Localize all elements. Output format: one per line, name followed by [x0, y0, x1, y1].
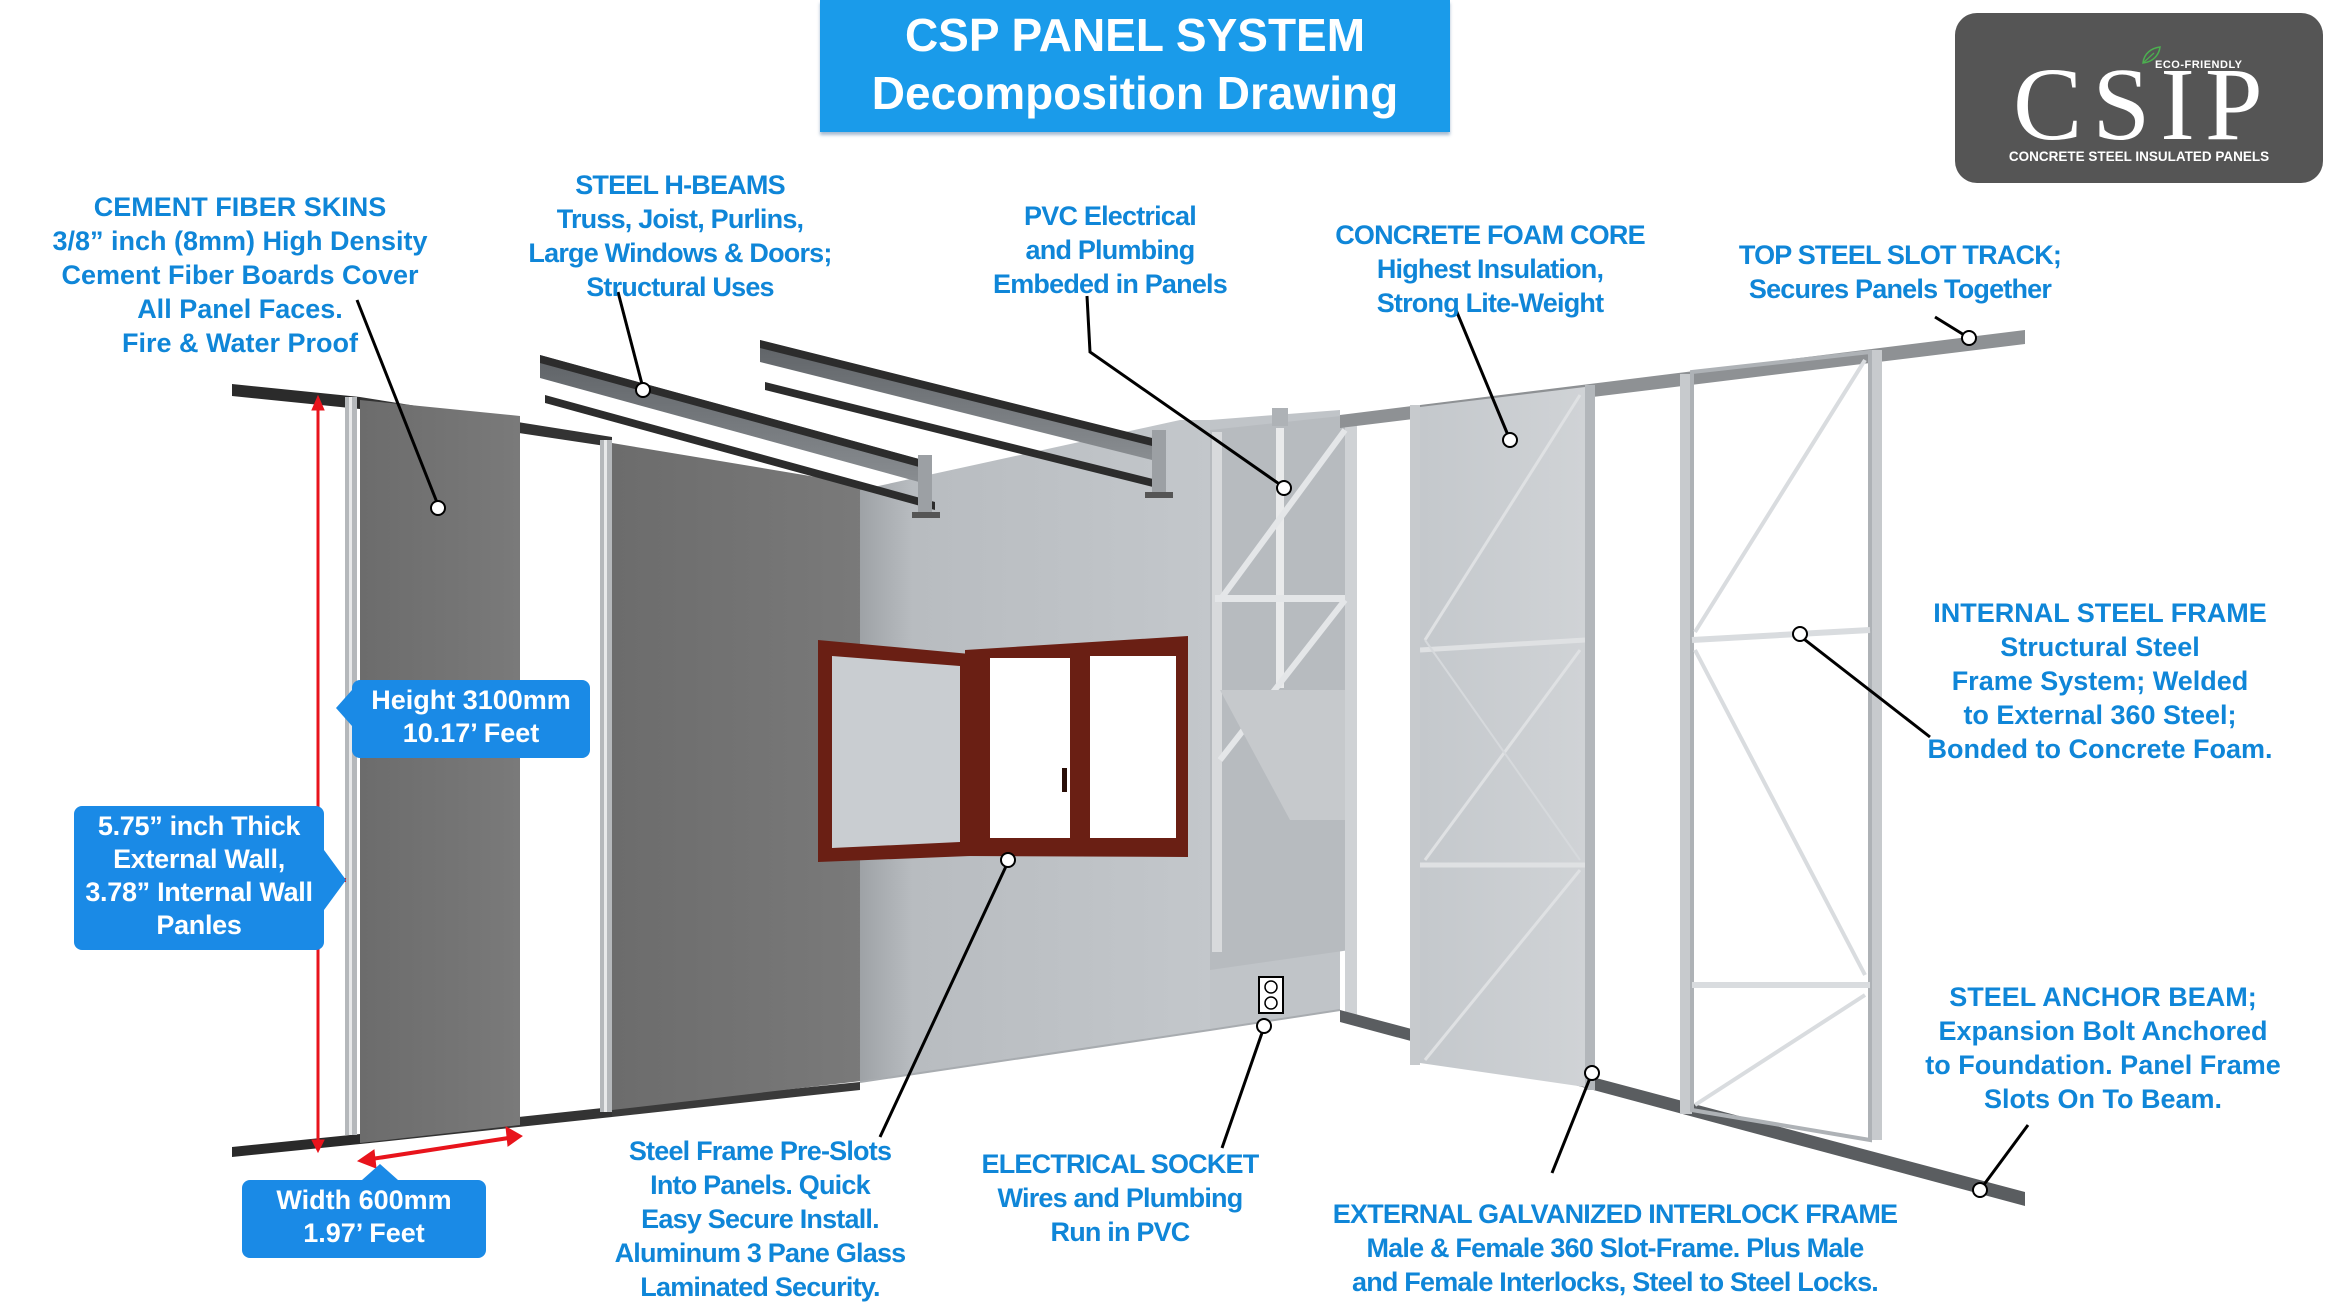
cement-fiber-panel-2: [612, 443, 870, 1110]
left-studs: [345, 397, 612, 1135]
pvc-frame-section: [1210, 408, 1357, 1018]
width-dimension-arrow: [356, 1126, 523, 1169]
title-line-2: Decomposition Drawing: [871, 67, 1399, 119]
height-box-pointer: [336, 690, 352, 726]
cement-fiber-panel-1: [360, 400, 520, 1143]
callout-cement-fiber-skins: CEMENT FIBER SKINS 3/8” inch (8mm) High …: [52, 192, 428, 358]
callout-steel-h-beams: STEEL H-BEAMS Truss, Joist, Purlins, Lar…: [528, 170, 832, 302]
steel-h-beam-2: [760, 340, 1173, 498]
callout-top-steel-slot-track: TOP STEEL SLOT TRACK; Secures Panels Tog…: [1738, 240, 2062, 304]
logo-brand: CSIP: [2013, 47, 2273, 162]
leader-dots: [430, 330, 1988, 1198]
internal-steel-frame: [1690, 349, 1872, 1143]
callout-steel-frame-pre-slots: Steel Frame Pre-Slots Into Panels. Quick…: [614, 1136, 907, 1302]
callout-electrical-socket: ELECTRICAL SOCKET Wires and Plumbing Run…: [981, 1149, 1260, 1247]
callout-steel-anchor-beam: STEEL ANCHOR BEAM; Expansion Bolt Anchor…: [1925, 982, 2281, 1114]
title-line-1: CSP PANEL SYSTEM: [904, 9, 1366, 61]
callout-internal-steel-frame: INTERNAL STEEL FRAME Structural Steel Fr…: [1927, 598, 2273, 764]
thickness-box-pointer: [324, 850, 346, 910]
external-interlock-frame-studs: [1410, 350, 1882, 1140]
concrete-foam-core-panel: [1419, 387, 1586, 1087]
electrical-socket: [1258, 976, 1284, 1014]
csip-logo: ECO-FRIENDLY CSIP CONCRETE STEEL INSULAT…: [1955, 13, 2323, 183]
thickness-dimension-label: 5.75” inch Thick External Wall, 3.78” In…: [74, 806, 324, 950]
callout-external-interlock-frame: EXTERNAL GALVANIZED INTERLOCK FRAME Male…: [1332, 1199, 1898, 1297]
height-dimension-label: Height 3100mm 10.17’ Feet: [352, 680, 590, 758]
callout-pvc-electrical: PVC Electrical and Plumbing Embeded in P…: [993, 201, 1228, 299]
logo-subtitle: CONCRETE STEEL INSULATED PANELS: [2008, 149, 2270, 164]
width-dimension-label: Width 600mm 1.97’ Feet: [242, 1180, 486, 1258]
eco-friendly-badge: ECO-FRIENDLY: [2155, 59, 2243, 71]
height-dimension-line: [311, 394, 346, 1154]
callout-concrete-foam-core: CONCRETE FOAM CORE Highest Insulation, S…: [1335, 220, 1645, 318]
leader-lines: [355, 291, 2030, 1191]
page-title: CSP PANEL SYSTEM Decomposition Drawing: [820, 0, 1450, 132]
width-box-pointer: [362, 1164, 398, 1180]
aluminum-window: [818, 636, 1188, 862]
leaf-icon: [2142, 46, 2161, 64]
